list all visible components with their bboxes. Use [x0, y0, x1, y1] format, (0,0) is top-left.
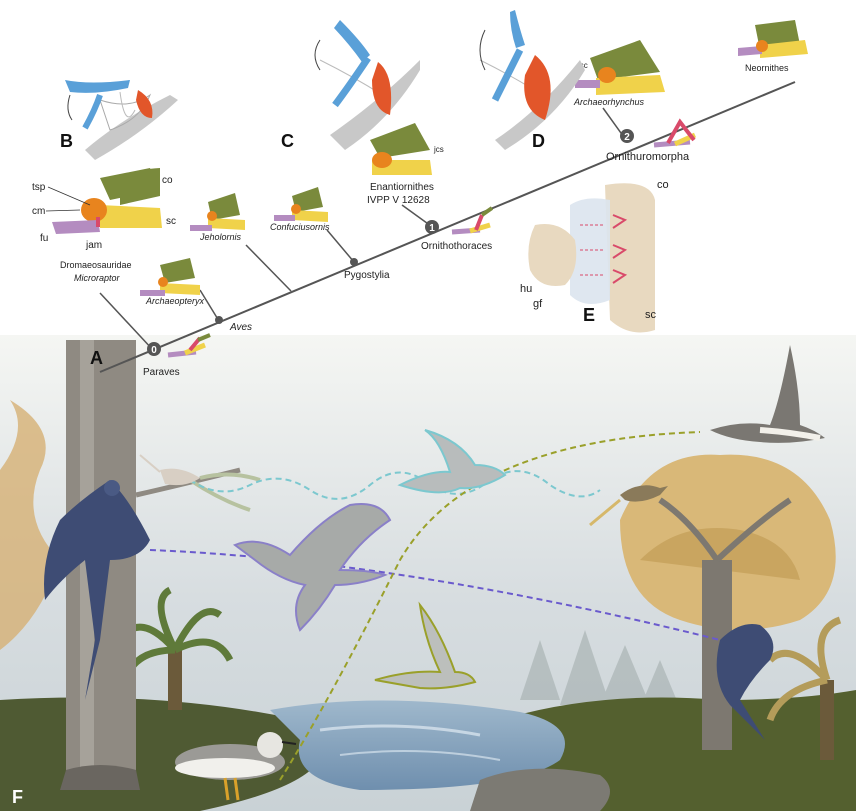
bone-label-jam: jam	[85, 240, 102, 251]
bone-label-e-sc: sc	[645, 309, 657, 321]
girdle-confuciusornis	[274, 187, 328, 222]
node-label-ornithothoraces: Ornithothoraces	[421, 241, 492, 252]
node-number-2: 2	[624, 132, 630, 143]
panel-c-letter: C	[281, 131, 294, 151]
girdle-jeholornis	[190, 193, 245, 231]
scene-background	[0, 335, 856, 811]
label-jeholornis: Jeholornis	[199, 232, 242, 242]
schematic-b	[65, 80, 178, 160]
girdle-enantiornithes: jcs	[370, 123, 444, 175]
bone-label-e-gf: gf	[533, 298, 543, 310]
bone-label-jcs: jcs	[433, 145, 444, 154]
node-label-aves: Aves	[229, 322, 252, 333]
node-aves	[215, 316, 223, 324]
label-dromaeosauridae: Dromaeosauridae	[60, 260, 132, 270]
node-label-pygostylia: Pygostylia	[344, 270, 390, 281]
panel-f-letter: F	[12, 787, 23, 807]
label-archaeopteryx: Archaeopteryx	[145, 296, 205, 306]
panel-a-letter: A	[90, 348, 103, 368]
girdle-neornithes	[738, 20, 808, 58]
bone-label-sc: sc	[166, 216, 176, 227]
girdle-microraptor: tsp cm fu jam co sc	[32, 168, 176, 251]
node-number-1: 1	[429, 223, 435, 234]
label-ivpp: IVPP V 12628	[367, 195, 430, 206]
node-pygostylia	[350, 258, 358, 266]
label-archaeorhynchus: Archaeorhynchus	[573, 97, 645, 107]
panel-b-letter: B	[60, 131, 73, 151]
bone-label-e-co: co	[657, 179, 669, 191]
label-confuciusornis: Confuciusornis	[270, 222, 330, 232]
label-microraptor: Microraptor	[74, 273, 121, 283]
joint-icon-ornithothoraces	[452, 208, 492, 232]
bone-label-cm: cm	[32, 206, 45, 217]
panel-d-letter: D	[532, 131, 545, 151]
label-enantiornithes: Enantiornithes	[370, 182, 434, 193]
bone-label-e-hu: hu	[520, 283, 532, 295]
node-label-ornithuromorpha: Ornithuromorpha	[606, 151, 690, 163]
bone-label-fu: fu	[40, 233, 48, 244]
bone-label-tsp: tsp	[32, 182, 46, 193]
node-number-0: 0	[151, 345, 157, 356]
label-neornithes: Neornithes	[745, 63, 789, 73]
bone-label-co: co	[162, 175, 173, 186]
node-label-paraves: Paraves	[143, 367, 180, 378]
girdle-archaeopteryx	[140, 258, 200, 296]
girdle-archaeorhynchus: jsc	[575, 40, 665, 95]
schematic-d	[480, 10, 585, 150]
panel-e-letter: E	[583, 305, 595, 325]
